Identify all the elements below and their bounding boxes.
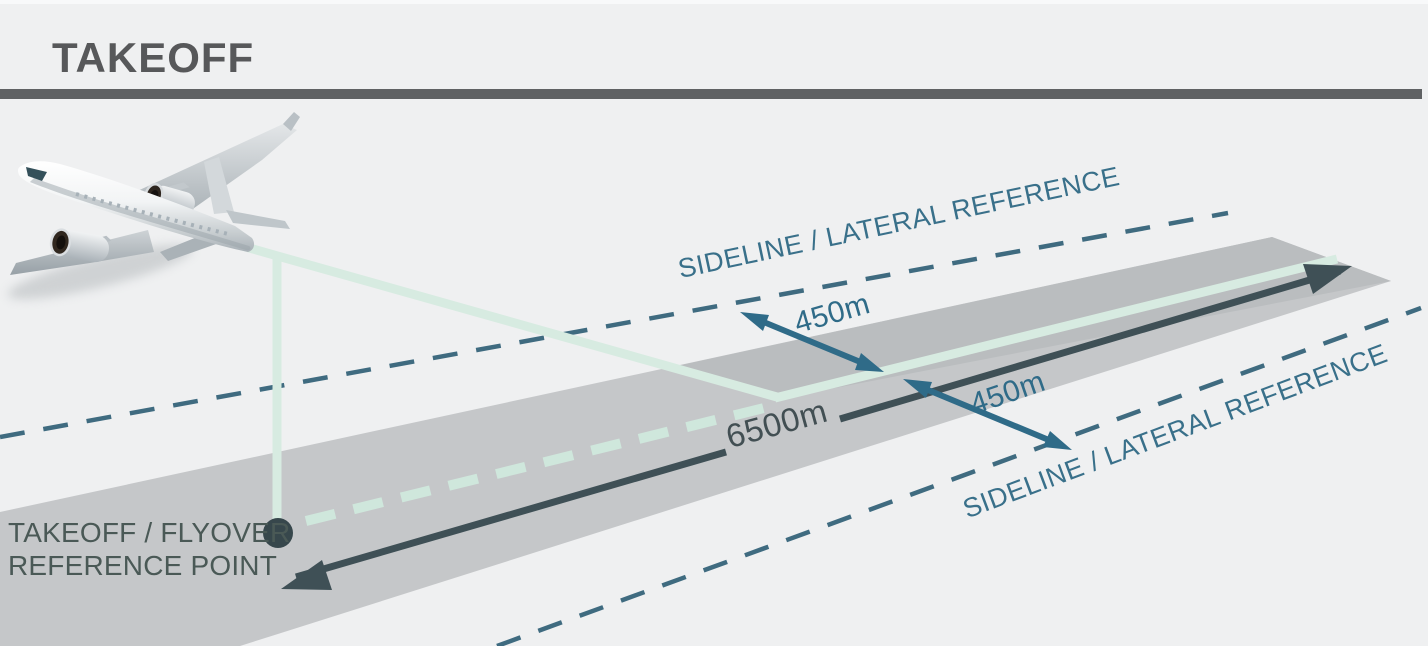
right-horizontal-stabilizer bbox=[226, 210, 290, 229]
vertical-stabilizer bbox=[204, 157, 234, 214]
reference-point-label: TAKEOFF / FLYOVER REFERENCE POINT bbox=[8, 516, 291, 582]
arrowhead-downright-icon bbox=[855, 353, 884, 372]
far-winglet bbox=[283, 112, 300, 131]
cockpit-windows bbox=[26, 167, 47, 181]
sideline-dashed-line-bottom bbox=[496, 305, 1422, 646]
arrowhead-right-icon bbox=[1303, 264, 1352, 294]
reference-point-dot bbox=[263, 518, 293, 548]
arrowhead-upleft-icon bbox=[903, 379, 932, 398]
arrowhead-left-icon bbox=[281, 560, 332, 590]
runway-centerline-mint bbox=[773, 254, 1339, 403]
fuselage bbox=[17, 161, 255, 252]
cabin-windows bbox=[75, 192, 229, 236]
airplane-shadow bbox=[7, 244, 193, 300]
arrowhead-downright-icon bbox=[1043, 431, 1072, 450]
arrowhead-upleft-icon bbox=[740, 312, 769, 331]
page-title: TAKEOFF bbox=[52, 34, 255, 81]
climb-path-line bbox=[226, 237, 779, 402]
reference-point-label-line2: REFERENCE POINT bbox=[8, 550, 278, 581]
top-sheen bbox=[0, 0, 1428, 4]
airplane-illustration bbox=[7, 112, 300, 300]
near-engine bbox=[49, 228, 112, 263]
sideline-distance-arrow-bottom bbox=[903, 379, 1072, 450]
extended-centerline-dashed-mint bbox=[304, 403, 766, 526]
title-rule bbox=[0, 89, 1422, 99]
sideline-dashed-line-top bbox=[0, 210, 1229, 440]
reference-point-label-line1: TAKEOFF / FLYOVER bbox=[8, 517, 291, 548]
sideline-distance-arrow-top bbox=[740, 312, 884, 372]
